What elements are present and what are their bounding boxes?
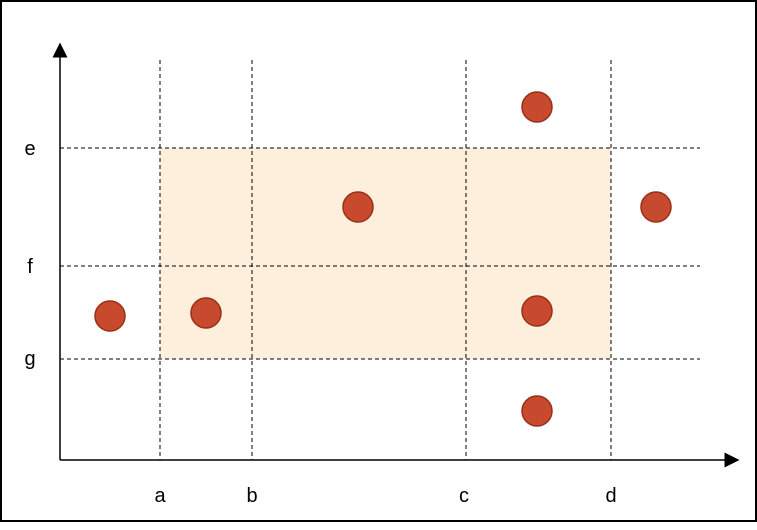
x-label-d: d bbox=[605, 485, 616, 507]
point bbox=[190, 297, 222, 329]
point bbox=[521, 395, 553, 427]
x-label-b: b bbox=[246, 485, 257, 507]
point bbox=[640, 191, 672, 223]
x-label-a: a bbox=[154, 485, 166, 507]
point bbox=[521, 91, 553, 123]
y-label-g: g bbox=[24, 348, 35, 370]
point bbox=[342, 191, 374, 223]
point bbox=[94, 300, 126, 332]
point bbox=[521, 295, 553, 327]
y-label-e: e bbox=[24, 138, 35, 160]
x-label-c: c bbox=[459, 485, 469, 507]
y-label-f: f bbox=[27, 256, 33, 278]
highlight-region bbox=[160, 148, 611, 359]
